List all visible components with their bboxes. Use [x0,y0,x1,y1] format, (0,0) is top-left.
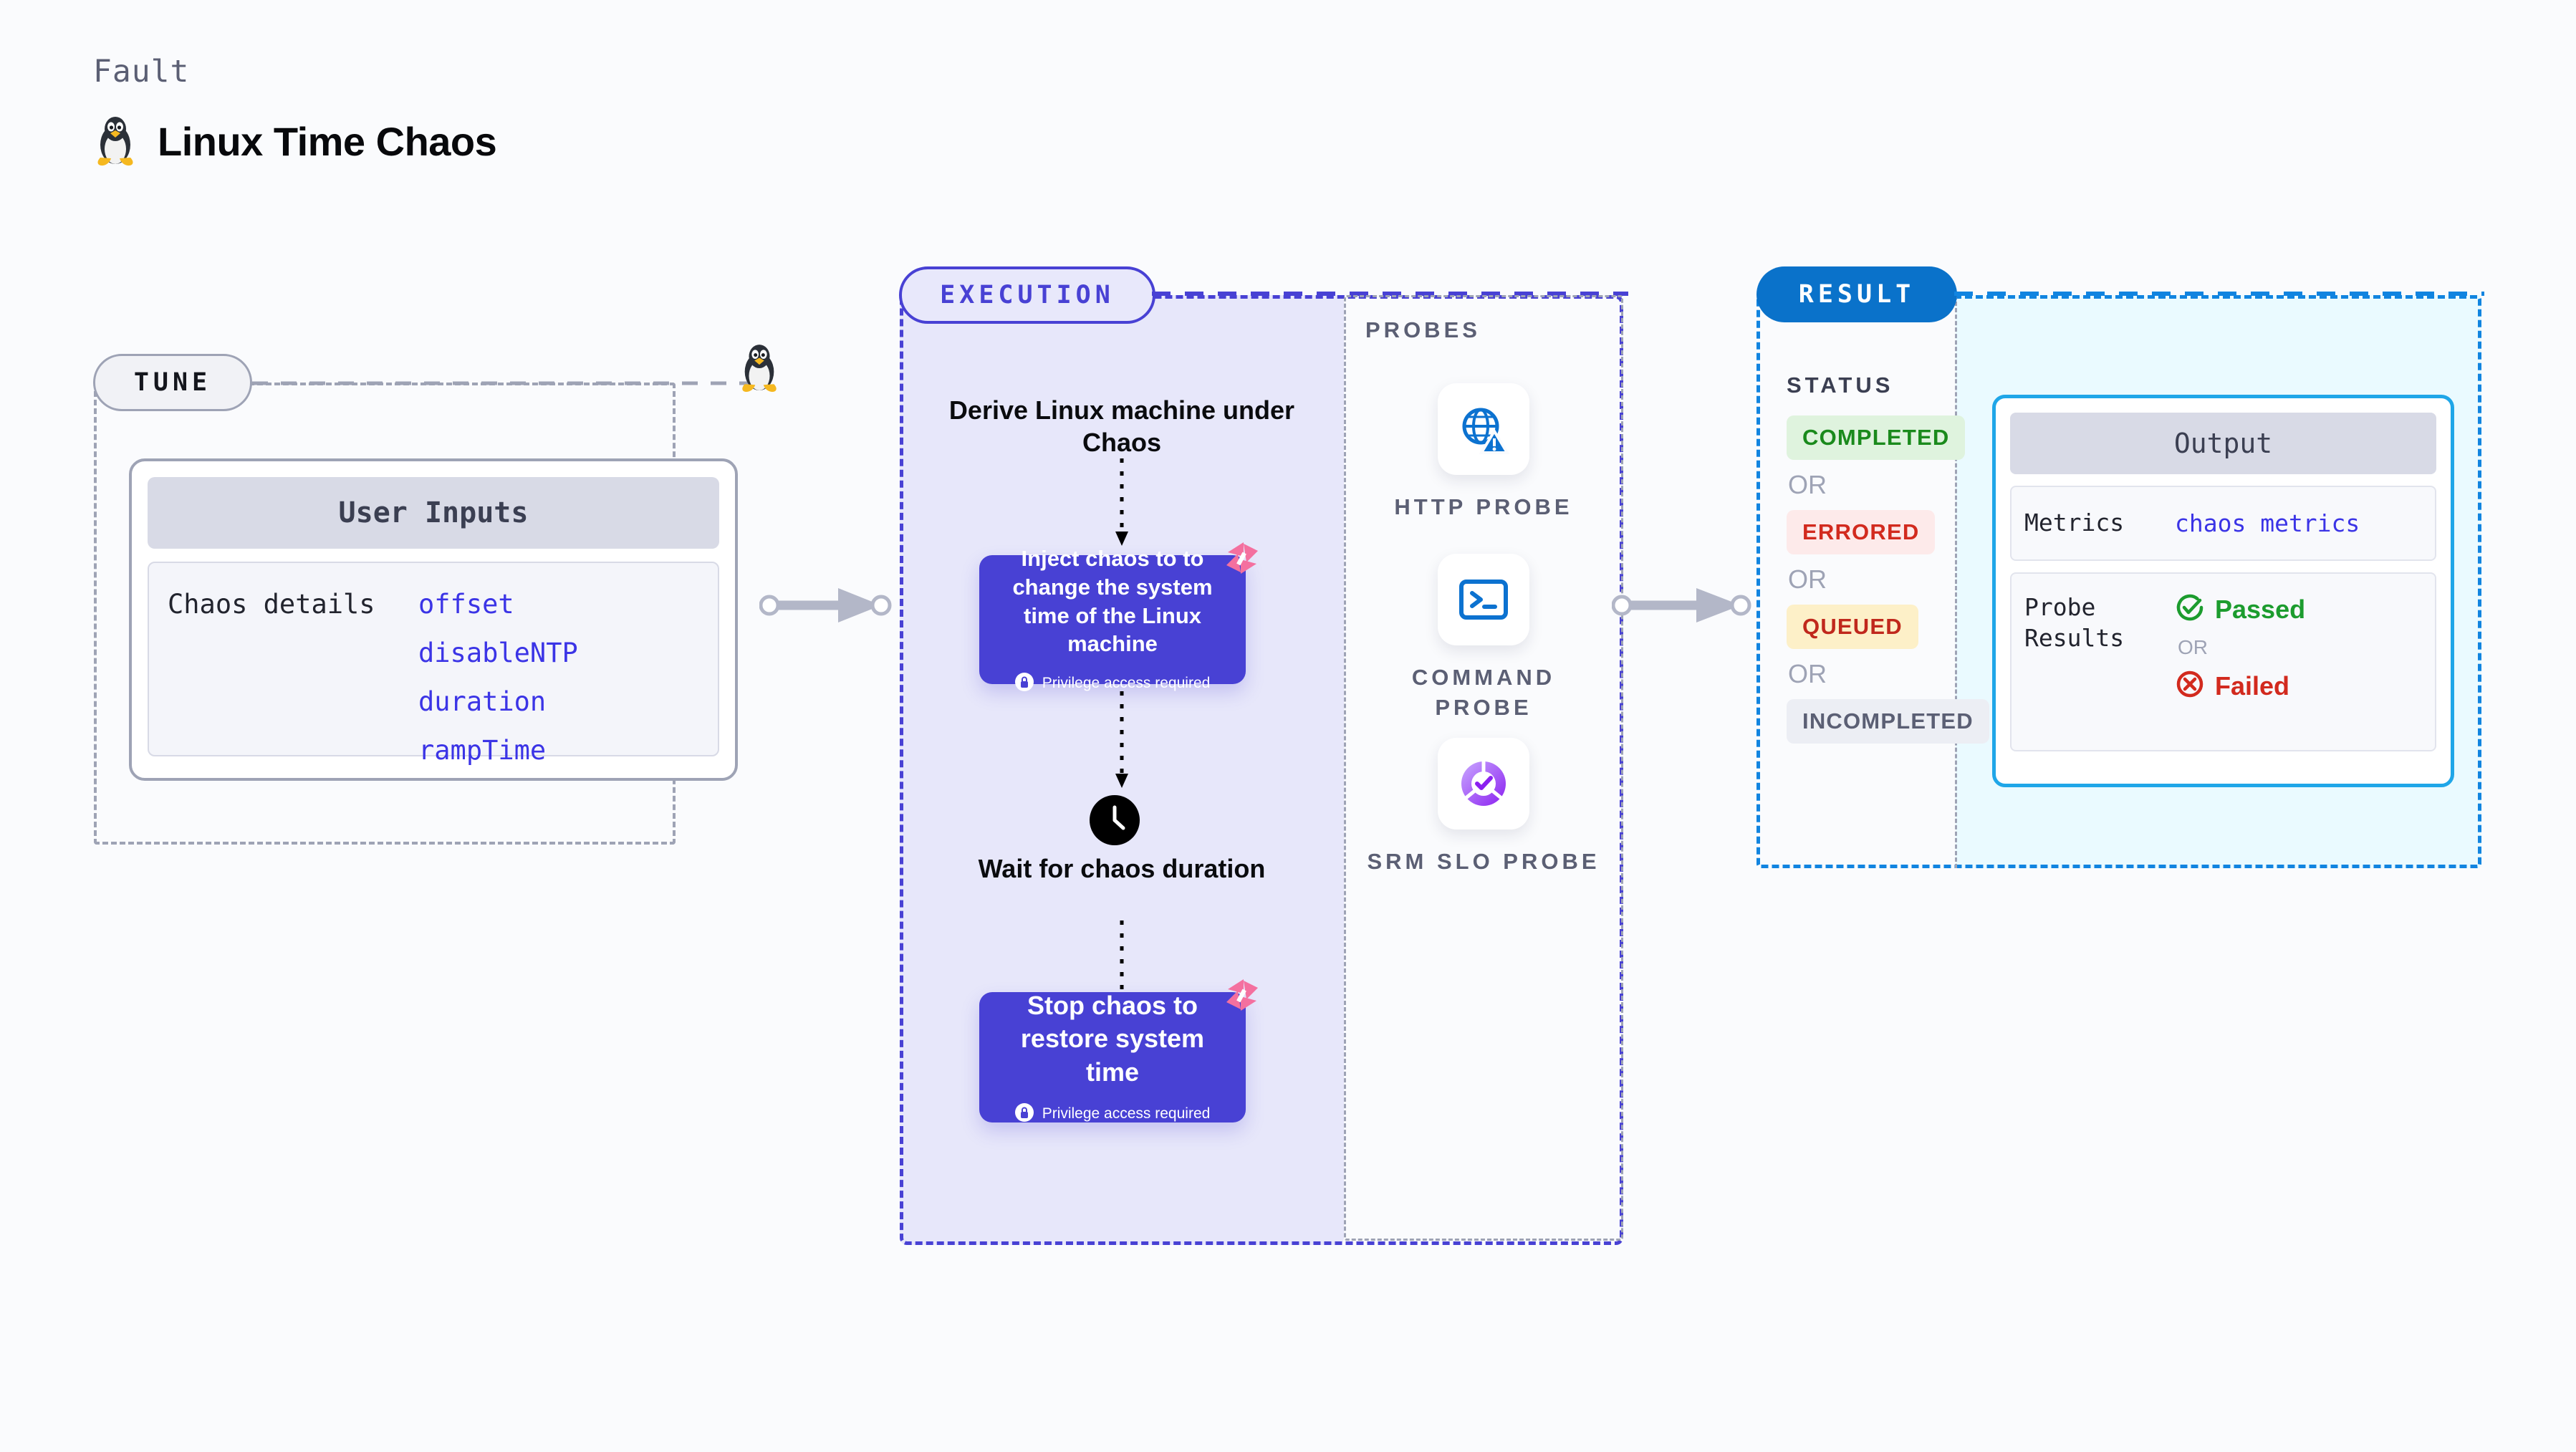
probe-result-passed-label: Passed [2215,594,2306,624]
metrics-value[interactable]: chaos metrics [2175,509,2360,537]
tune-to-execution-arrow [759,588,892,622]
privilege-note: Privilege access required [1014,1102,1211,1125]
status-or: OR [1788,659,1827,688]
status-or: OR [1788,564,1827,594]
chaos-details-label: Chaos details [168,589,375,620]
execution-to-result-arrow [1612,588,1751,622]
output-title: Output [2010,413,2436,474]
result-region [1756,295,2481,868]
harness-logo-icon [1222,538,1262,582]
status-badge-queued: QUEUED [1787,605,1918,649]
probes-region [1344,295,1623,1241]
page-kicker: Fault [93,54,190,90]
execution-step-inject-card[interactable]: Inject chaos to to change the system tim… [979,542,1258,691]
output-row-metrics: Metrics chaos metrics [2010,486,2436,561]
page-title: Linux Time Chaos [158,118,497,164]
execution-step-wait-label: Wait for chaos duration [978,854,1266,883]
clock-icon [1090,795,1140,849]
linux-tux-icon [93,115,138,168]
status-column-divider [1756,295,1957,868]
probe-item-srm-slo[interactable]: SRM SLO PROBE [1365,738,1602,877]
chaos-parameter-list: offset disableNTP duration rampTime [418,589,578,766]
execution-dashed-connector [1152,292,1628,296]
terminal-icon [1438,554,1529,645]
privilege-note-label: Privilege access required [1042,1105,1211,1122]
chaos-parameter[interactable]: offset [418,589,514,620]
probe-item-http[interactable]: HTTP PROBE [1365,383,1602,522]
page-title-row: Linux Time Chaos [93,115,497,168]
output-card: Output Metrics chaos metrics Probe Resul… [1992,395,2454,787]
execution-step-stop-card[interactable]: Stop chaos to restore system time Privil… [979,979,1258,1125]
lock-icon [1014,672,1034,695]
status-badge-incompleted: INCOMPLETED [1787,699,1989,744]
probe-result-passed: Passed [2175,592,2305,626]
probe-label: COMMAND PROBE [1411,665,1556,720]
execution-badge[interactable]: EXECUTION [899,266,1155,324]
execution-arrow-1 [1115,458,1128,546]
tune-badge[interactable]: TUNE [93,354,252,411]
status-badge-completed: COMPLETED [1787,415,1966,460]
result-badge[interactable]: RESULT [1756,266,1957,322]
execution-arrow-2 [1115,691,1128,788]
probe-label: HTTP PROBE [1394,494,1573,519]
user-inputs-card: User Inputs Chaos details offset disable… [129,458,738,781]
privilege-note: Privilege access required [1014,672,1211,695]
chaos-parameter[interactable]: duration [418,686,547,717]
harness-logo-icon [1222,975,1262,1019]
probe-result-or: OR [2178,636,2208,658]
status-title: STATUS [1787,372,1894,398]
tune-dashed-connector [252,381,754,385]
execution-step-derive-label: Derive Linux machine under Chaos [948,395,1295,457]
probe-item-command[interactable]: COMMAND PROBE [1365,554,1602,723]
probe-results-key: Probe Results [2024,593,2125,652]
tune-corner-linux-tux-icon [738,342,781,398]
probe-results-values: Passed OR Failed [2175,592,2305,703]
privilege-note-label: Privilege access required [1042,675,1211,692]
status-or: OR [1788,470,1827,499]
chaos-parameter[interactable]: rampTime [418,735,547,766]
metrics-key: Metrics [2024,509,2125,537]
slo-donut-check-icon [1438,738,1529,830]
chaos-parameter[interactable]: disableNTP [418,638,578,668]
probe-result-failed-label: Failed [2215,670,2290,701]
execution-step-inject-label: Inject chaos to to change the system tim… [1012,546,1213,657]
status-badge-errored: ERRORED [1787,510,1936,554]
status-list: COMPLETED OR ERRORED OR QUEUED OR INCOMP… [1787,415,1989,744]
output-row-probe-results: Probe Results Passed OR [2010,572,2436,751]
globe-warning-icon [1438,383,1529,475]
probes-title: PROBES [1365,317,1481,342]
user-inputs-title: User Inputs [148,477,719,549]
chaos-details-body: Chaos details offset disableNTP duration… [148,562,719,766]
probe-result-failed: Failed [2175,669,2305,703]
result-dashed-connector [1954,292,2484,296]
check-circle-icon [2175,592,2205,626]
lock-icon [1014,1102,1034,1125]
execution-step-stop-label: Stop chaos to restore system time [1020,991,1205,1087]
x-circle-icon [2175,669,2205,703]
probe-label: SRM SLO PROBE [1367,849,1600,874]
